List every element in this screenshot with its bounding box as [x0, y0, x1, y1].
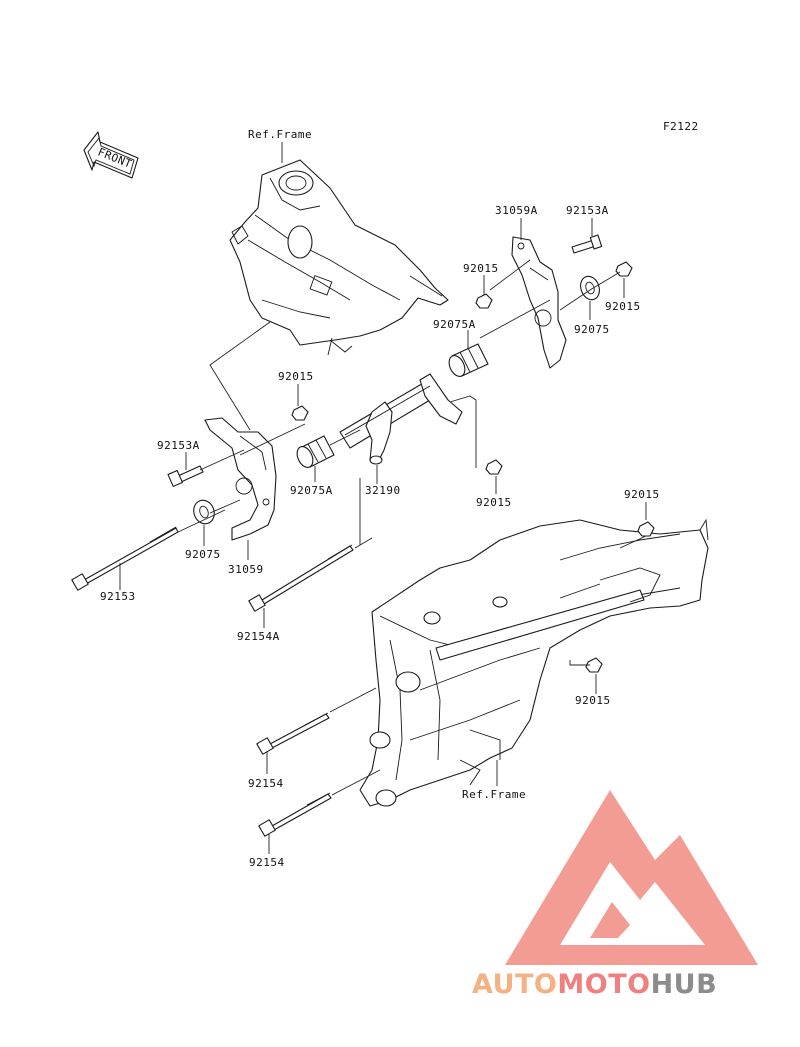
label-92153a-right: 92153A — [566, 204, 609, 217]
washer-92075-left — [193, 499, 215, 525]
label-31059: 31059 — [228, 563, 264, 576]
label-ref-frame-top: Ref.Frame — [248, 128, 312, 141]
lower-frame — [359, 518, 709, 807]
bolt-92153a-right — [571, 234, 603, 254]
label-92015-b: 92015 — [605, 300, 641, 313]
label-92015-a: 92015 — [463, 262, 499, 275]
nut-92015-left — [291, 405, 309, 421]
label-92015-e: 92015 — [476, 496, 512, 509]
label-31059a: 31059A — [495, 204, 538, 217]
label-92075-left: 92075 — [185, 548, 221, 561]
long-bolt-92154-upper — [256, 712, 330, 755]
logo-triangle-core — [590, 902, 630, 938]
label-92015-d: 92015 — [624, 488, 660, 501]
leader-lines — [119, 142, 647, 854]
bolt-92153a-left — [167, 465, 204, 487]
watermark-hub: HUB — [651, 969, 718, 1000]
figure-code: F2122 — [663, 120, 699, 133]
nut-92015-right — [615, 261, 633, 277]
label-32190: 32190 — [365, 484, 401, 497]
logo-triangle-outer — [505, 790, 758, 965]
logo-triangle-inner — [560, 862, 705, 945]
svg-text:AUTOMOTOHUB: AUTOMOTOHUB — [472, 969, 717, 1000]
nut-92015-upper — [475, 293, 493, 309]
label-92154a: 92154A — [237, 630, 280, 643]
bushing-92075a-right — [448, 343, 489, 377]
watermark-logo — [505, 790, 758, 965]
watermark-moto: MOTO — [557, 969, 650, 1000]
long-bolt-92154a — [248, 544, 354, 612]
label-92015-c: 92015 — [278, 370, 314, 383]
long-bolt-92153 — [71, 526, 179, 591]
watermark-auto: AUTO — [472, 969, 557, 1000]
front-arrow: FRONT — [83, 131, 139, 179]
engine-mount-32190 — [339, 373, 463, 465]
label-92075-right: 92075 — [574, 323, 610, 336]
upper-frame — [229, 159, 449, 356]
label-92154-b: 92154 — [249, 856, 285, 869]
label-92075a-right: 92075A — [433, 318, 476, 331]
label-92153a-left: 92153A — [157, 439, 200, 452]
bracket-31059a — [511, 236, 567, 369]
bracket-31059 — [204, 417, 277, 541]
nut-92015-mid — [485, 459, 503, 475]
label-ref-frame-bottom: Ref.Frame — [462, 788, 526, 801]
nut-92015-frame-top — [637, 521, 655, 537]
watermark-text: AUTOMOTOHUB — [472, 969, 717, 1000]
label-92075a-left: 92075A — [290, 484, 333, 497]
bushing-92075a-left — [296, 435, 335, 468]
long-bolt-92154-lower — [258, 792, 332, 837]
label-92153: 92153 — [100, 590, 136, 603]
nut-92015-frame-right — [585, 657, 603, 673]
label-92015-f: 92015 — [575, 694, 611, 707]
washer-92075-right — [580, 275, 600, 301]
label-92154-a: 92154 — [248, 777, 284, 790]
part-labels: F2122 Ref.Frame 31059A 92153A 92015 9201… — [100, 120, 699, 869]
